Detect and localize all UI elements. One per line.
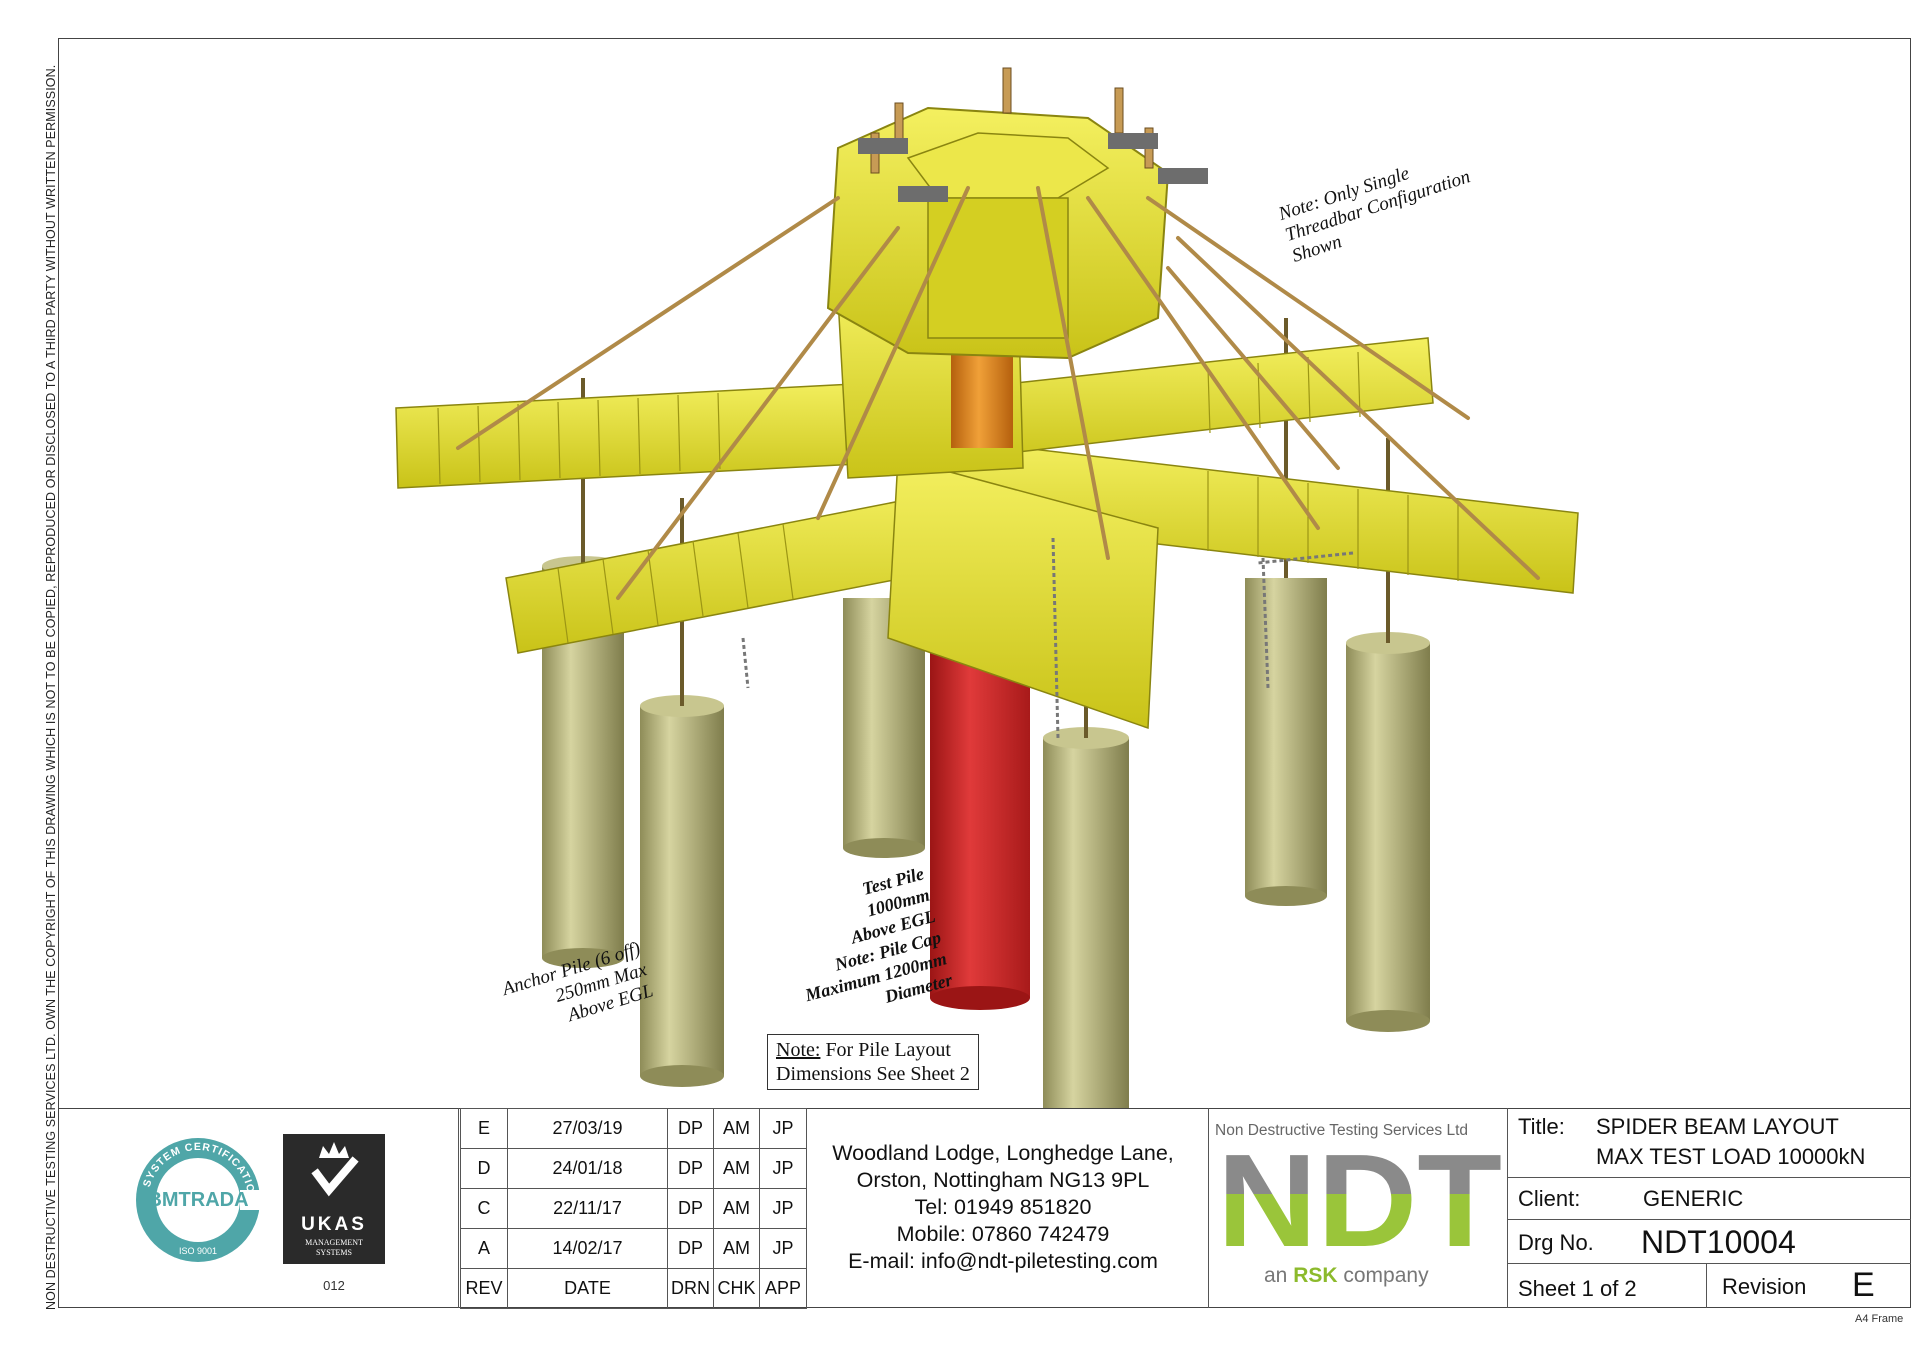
title-label: Title: <box>1518 1114 1565 1139</box>
bm-iso-text: ISO 9001 <box>179 1246 217 1256</box>
table-row: D 24/01/18 DP AM JP <box>460 1148 807 1189</box>
drn-header: DRN <box>667 1268 714 1309</box>
revision-table: E 27/03/19 DP AM JP D 24/01/18 DP AM JP … <box>460 1108 807 1309</box>
rsk-brand: RSK <box>1293 1264 1338 1287</box>
ukas-number: 012 <box>323 1278 345 1293</box>
revision-label: Revision <box>1722 1274 1807 1299</box>
rev-cell: C <box>460 1188 508 1229</box>
drawing-frame <box>58 38 1911 1308</box>
threadbars <box>456 186 1540 600</box>
app-cell: JP <box>759 1148 807 1189</box>
note-text: For Pile Layout <box>820 1039 951 1061</box>
drn-cell: DP <box>667 1108 714 1149</box>
drn-cell: DP <box>667 1188 714 1229</box>
sheet-label: Sheet 1 of 2 <box>1518 1276 1637 1301</box>
chk-cell: AM <box>713 1148 760 1189</box>
rev-cell: D <box>460 1148 508 1189</box>
note-text-2: Dimensions See Sheet 2 <box>776 1063 970 1085</box>
app-cell: JP <box>759 1188 807 1229</box>
anchor-pile <box>1043 727 1129 1108</box>
address-email: E-mail: info@ndt-piletesting.com <box>848 1249 1158 1273</box>
ndt-logo-text: NDT <box>1217 1146 1502 1256</box>
rev-cell: E <box>460 1108 508 1149</box>
company-name: Non Destructive Testing Services Ltd <box>1215 1122 1468 1139</box>
table-header-row: REV DATE DRN CHK APP <box>460 1268 807 1309</box>
app-cell: JP <box>759 1108 807 1149</box>
anchor-pile <box>1346 632 1430 1032</box>
date-cell: 24/01/18 <box>507 1148 668 1189</box>
address-line-2: Orston, Nottingham NG13 9PL <box>856 1168 1150 1192</box>
client-row: Client: GENERIC <box>1508 1178 1911 1220</box>
address-tel: Tel: 01949 851820 <box>914 1195 1092 1219</box>
title-block-right: Title: SPIDER BEAM LAYOUT MAX TEST LOAD … <box>1508 1108 1911 1308</box>
date-cell: 27/03/19 <box>507 1108 668 1149</box>
table-row: A 14/02/17 DP AM JP <box>460 1228 807 1269</box>
bm-trada-text: BMTRADA <box>147 1189 248 1211</box>
drawing-number-row: Drg No. NDT10004 <box>1508 1220 1911 1264</box>
title-block <box>58 1108 1911 1308</box>
title-row: Title: SPIDER BEAM LAYOUT MAX TEST LOAD … <box>1508 1108 1911 1178</box>
chk-cell: AM <box>713 1108 760 1149</box>
date-cell: 22/11/17 <box>507 1188 668 1229</box>
date-header: DATE <box>507 1268 668 1309</box>
drn-cell: DP <box>667 1228 714 1269</box>
ukas-sub2: SYSTEMS <box>315 1248 352 1257</box>
bm-trada-logo: SYSTEM CERTIFICATION BMTRADA ISO 9001 <box>136 1138 268 1262</box>
drn-cell: DP <box>667 1148 714 1189</box>
ukas-sub1: MANAGEMENT <box>305 1238 363 1247</box>
title-line-1: SPIDER BEAM LAYOUT <box>1596 1114 1839 1139</box>
revision-value: E <box>1852 1266 1875 1304</box>
crown-check-icon <box>311 1142 359 1197</box>
tagline-pre: an <box>1264 1264 1294 1287</box>
ndt-logo: Non Destructive Testing Services Ltd NDT… <box>1208 1108 1508 1308</box>
pile-layout-note: Note: For Pile Layout Dimensions See She… <box>767 1034 979 1090</box>
client-value: GENERIC <box>1643 1186 1744 1211</box>
ukas-logo: UKAS MANAGEMENT SYSTEMS <box>283 1134 385 1264</box>
drg-value: NDT10004 <box>1641 1224 1796 1260</box>
drg-label: Drg No. <box>1518 1230 1594 1255</box>
sheet-row: Sheet 1 of 2 Revision E <box>1508 1264 1911 1308</box>
rev-cell: A <box>460 1228 508 1269</box>
company-address: Woodland Lodge, Longhedge Lane, Orston, … <box>808 1140 1198 1275</box>
client-label: Client: <box>1518 1186 1581 1211</box>
copyright-notice: NON DESTRUCTIVE TESTING SERVICES LTD. OW… <box>44 64 58 1310</box>
title-line-2: MAX TEST LOAD 10000kN <box>1596 1144 1866 1169</box>
rev-header: REV <box>460 1268 508 1309</box>
rsk-tagline: an RSK company <box>1264 1264 1429 1288</box>
chk-header: CHK <box>713 1268 760 1309</box>
table-row: C 22/11/17 DP AM JP <box>460 1188 807 1229</box>
ndt-logo-mark: NDT NDT <box>1217 1146 1502 1256</box>
chk-cell: AM <box>713 1188 760 1229</box>
address-mobile: Mobile: 07860 742479 <box>896 1222 1110 1246</box>
spider-beam-illustration <box>395 67 1579 1108</box>
frame-label: A4 Frame <box>1855 1313 1904 1325</box>
app-header: APP <box>759 1268 807 1309</box>
note-label: Note: <box>776 1039 821 1061</box>
table-row: E 27/03/19 DP AM JP <box>460 1108 807 1149</box>
ndt-logo-text: NDT <box>1217 1146 1502 1256</box>
tagline-post: company <box>1337 1264 1429 1287</box>
address-line-1: Woodland Lodge, Longhedge Lane, <box>832 1141 1174 1165</box>
date-cell: 14/02/17 <box>507 1228 668 1269</box>
chk-cell: AM <box>713 1228 760 1269</box>
app-cell: JP <box>759 1228 807 1269</box>
ukas-text: UKAS <box>301 1214 367 1235</box>
anchor-pile <box>640 695 724 1087</box>
anchor-pile <box>1245 578 1327 906</box>
